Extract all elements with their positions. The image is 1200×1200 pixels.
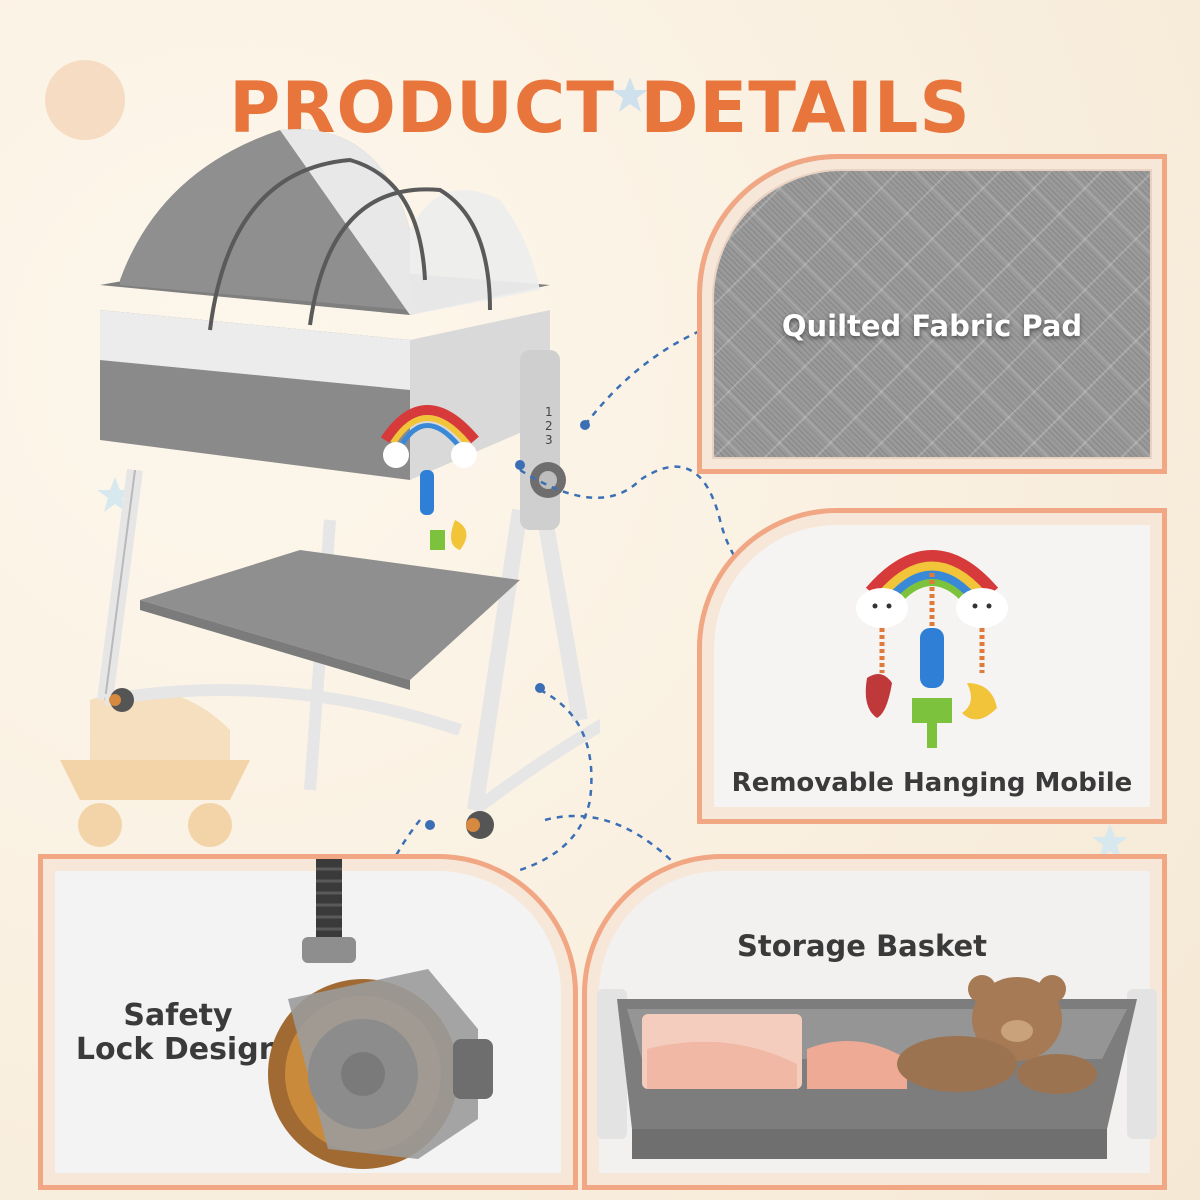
feature-panel-wheel: Safety Lock Design (38, 854, 578, 1190)
feature-panel-fabric: Quilted Fabric Pad (697, 154, 1167, 474)
fabric-label: Quilted Fabric Pad (781, 309, 1083, 343)
basket-illustration (597, 975, 1157, 1159)
height-marker-1: 1 (545, 405, 553, 419)
mobile-label: Removable Hanging Mobile (731, 768, 1133, 798)
star-icon (1092, 824, 1128, 859)
mobile-toy-illustration (856, 550, 1008, 748)
wheel-label: Safety Lock Design (63, 999, 293, 1067)
height-markers: 1 2 3 (545, 405, 553, 447)
page-title: PRODUCT DETAILS (229, 66, 971, 149)
basket-label: Storage Basket (737, 929, 988, 963)
moon-icon (45, 60, 125, 140)
wheel-illustration (268, 859, 493, 1169)
feature-panel-mobile: Removable Hanging Mobile (697, 508, 1167, 824)
bassinet-illustration (97, 129, 600, 839)
star-icon (97, 477, 133, 512)
height-marker-2: 2 (545, 419, 553, 433)
wheel-label-line2: Lock Design (75, 1032, 281, 1067)
height-marker-3: 3 (545, 433, 553, 447)
stroller-icon (60, 690, 250, 847)
wheel-label-line1: Safety (123, 998, 233, 1033)
feature-panel-basket: Storage Basket (582, 854, 1167, 1190)
star-icon (612, 77, 648, 112)
